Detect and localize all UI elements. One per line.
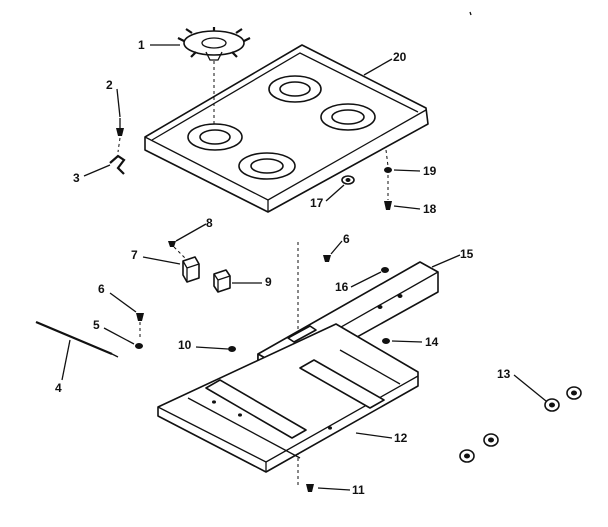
burner-cap — [177, 27, 251, 61]
knob-13d — [459, 449, 475, 463]
burner-rear-right — [320, 103, 376, 131]
callout-9: 9 — [265, 275, 272, 289]
callout-7: 7 — [131, 248, 138, 262]
callout-6-right: 6 — [343, 232, 350, 246]
screw-10 — [228, 346, 236, 352]
callout-5: 5 — [93, 318, 100, 332]
leader-lines — [61, 44, 547, 491]
callout-18: 18 — [423, 202, 437, 216]
stray-mark — [469, 11, 472, 16]
grommet-16 — [381, 267, 389, 273]
callout-2: 2 — [106, 78, 113, 92]
callout-8: 8 — [206, 216, 213, 230]
cooktop-panel — [144, 44, 429, 213]
callout-11: 11 — [352, 483, 365, 497]
bracket-9 — [213, 269, 231, 293]
burner-rear-left — [268, 75, 322, 103]
callout-3: 3 — [73, 171, 80, 185]
screw-8 — [168, 241, 176, 247]
knob-13a — [544, 398, 560, 412]
burner-front-left — [187, 123, 243, 151]
screw-6-left — [136, 313, 144, 321]
callout-4: 4 — [55, 381, 62, 395]
callout-14: 14 — [425, 335, 439, 349]
callout-1: 1 — [138, 38, 145, 52]
callout-19: 19 — [423, 164, 437, 178]
screw-11 — [306, 484, 314, 492]
hold-down-clip-3 — [109, 154, 126, 175]
grommet-17 — [341, 175, 355, 185]
callout-20: 20 — [393, 50, 407, 64]
clip-14 — [382, 338, 390, 344]
clip-19 — [384, 167, 392, 173]
knob-13b — [566, 386, 582, 400]
callout-6-left: 6 — [98, 282, 105, 296]
knob-13c — [483, 433, 499, 447]
burner-front-right — [238, 152, 296, 180]
screw-6-right — [323, 255, 331, 262]
callout-12: 12 — [394, 431, 408, 445]
callout-10: 10 — [178, 338, 192, 352]
burner-box-12 — [157, 323, 419, 473]
screw-2 — [116, 118, 124, 136]
screw-18 — [384, 201, 392, 210]
callout-16: 16 — [335, 280, 349, 294]
nut-5 — [135, 343, 143, 349]
callout-17: 17 — [310, 196, 324, 210]
callout-15: 15 — [460, 247, 474, 261]
valve-7 — [182, 256, 200, 283]
rod-4 — [35, 320, 119, 358]
callout-13: 13 — [497, 367, 511, 381]
